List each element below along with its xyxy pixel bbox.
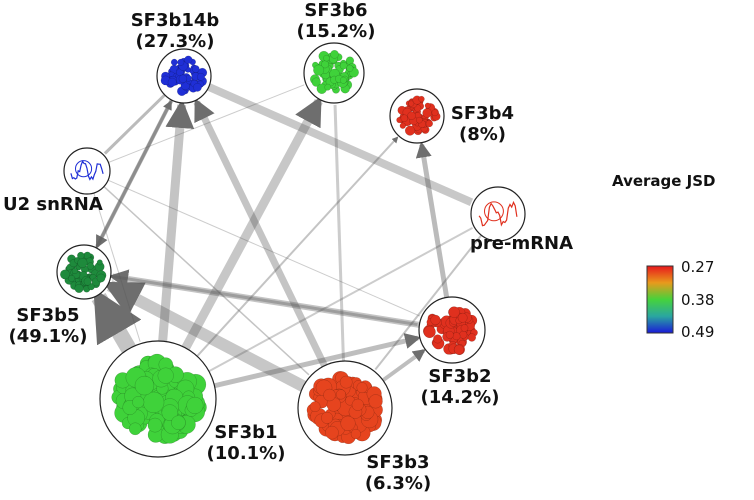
- node-sf3b14b: [156, 48, 212, 104]
- label-sf3b1-pct: (10.1%): [206, 443, 286, 464]
- structure-sf3b4: [396, 95, 441, 136]
- edge-sf3b1-to-sf3b2: [213, 333, 422, 389]
- label-sf3b2-pct: (14.2%): [420, 387, 500, 408]
- edge-sf3b1-to-sf3b6: [181, 96, 323, 351]
- structure-sf3b2: [422, 306, 478, 356]
- edge-sf3b1-to-premrna: [208, 226, 474, 373]
- label-u2snrna-name: U2 snRNA: [3, 194, 103, 215]
- edge-sf3b1-to-sf3b14b: [158, 99, 195, 342]
- label-sf3b2-name: SF3b2: [428, 366, 492, 387]
- edge-sf3b5-to-sf3b2: [110, 274, 418, 327]
- structure-sf3b3: [306, 371, 383, 445]
- label-sf3b5-name: SF3b5: [16, 305, 80, 326]
- node-circle-premrna: [470, 186, 526, 242]
- label-sf3b2: SF3b2 (14.2%): [412, 366, 508, 408]
- label-sf3b4-pct: (8%): [458, 124, 506, 145]
- node-premrna: [470, 186, 526, 242]
- edge-sf3b1-to-sf3b5: [91, 288, 142, 353]
- label-u2snrna: U2 snRNA: [3, 194, 103, 215]
- structure-premrna: [478, 200, 518, 227]
- label-sf3b6: SF3b6 (15.2%): [276, 0, 396, 42]
- label-sf3b14b: SF3b14b (27.3%): [110, 10, 240, 52]
- node-sf3b3: [297, 360, 393, 456]
- edge-sf3b14b-to-u2snrna: [103, 93, 166, 155]
- edge-sf3b1-to-sf3b4: [196, 136, 399, 357]
- label-sf3b1: SF3b1 (10.1%): [200, 422, 292, 464]
- label-sf3b14b-pct: (27.3%): [135, 31, 215, 52]
- label-sf3b14b-name: SF3b14b: [130, 10, 220, 31]
- label-premrna: pre-mRNA: [470, 233, 573, 254]
- node-u2snrna: [63, 147, 111, 195]
- edges-layer: [91, 83, 483, 392]
- colorbar-tick-bottom: 0.49: [681, 323, 715, 341]
- node-sf3b6: [303, 42, 365, 104]
- edge-premrna-to-sf3b3: [374, 234, 483, 371]
- colorbar-title: Average JSD: [612, 172, 716, 190]
- structure-loop-premrna: [484, 201, 504, 222]
- nodes-layer: [56, 42, 526, 458]
- structure-sf3b5: [60, 251, 107, 294]
- colorbar-tick-top: 0.27: [681, 258, 715, 276]
- edge-u2snrna-to-sf3b6: [108, 84, 305, 163]
- node-sf3b4: [389, 88, 445, 144]
- edge-sf3b14b-to-premrna: [207, 83, 474, 206]
- structure-sf3b6: [309, 49, 359, 94]
- edge-sf3b3-to-sf3b14b: [193, 98, 328, 368]
- label-sf3b5: SF3b5 (49.1%): [0, 305, 96, 347]
- structure-u2snrna: [70, 159, 104, 181]
- edge-sf3b3-to-sf3b6: [333, 104, 345, 362]
- edge-sf3b2-to-sf3b5: [108, 269, 420, 328]
- edge-sf3b5-to-sf3b14b: [94, 100, 173, 249]
- node-sf3b1: [99, 340, 217, 458]
- label-sf3b4: SF3b4 (8%): [445, 103, 520, 145]
- structure-sf3b14b: [160, 55, 208, 96]
- label-sf3b6-pct: (15.2%): [296, 21, 376, 42]
- structure-sf3b1: [111, 353, 207, 445]
- colorbar-tick-mid: 0.38: [681, 291, 715, 309]
- edge-sf3b3-to-sf3b5: [102, 280, 307, 392]
- colorbar-gradient: [646, 265, 674, 334]
- label-sf3b4-name: SF3b4: [450, 103, 515, 124]
- structure-loop-u2snrna: [75, 160, 93, 178]
- edge-u2snrna-to-sf3b2: [107, 179, 421, 317]
- node-sf3b2: [418, 296, 486, 364]
- label-premrna-name: pre-mRNA: [470, 233, 574, 254]
- edge-sf3b3-to-sf3b2: [381, 349, 426, 382]
- node-sf3b5: [56, 244, 112, 300]
- edge-sf3b2-to-sf3b4: [415, 141, 450, 298]
- label-sf3b3-name: SF3b3: [366, 452, 430, 473]
- edge-sf3b14b-to-sf3b5: [95, 99, 174, 249]
- edge-u2snrna-to-sf3b1: [93, 192, 141, 342]
- label-sf3b5-pct: (49.1%): [8, 326, 88, 347]
- label-sf3b3-pct: (6.3%): [364, 473, 432, 494]
- label-sf3b1-name: SF3b1: [214, 422, 278, 443]
- label-sf3b3: SF3b3 (6.3%): [352, 452, 444, 494]
- label-sf3b6-name: SF3b6: [304, 0, 368, 21]
- edge-u2snrna-to-sf3b3: [103, 186, 310, 376]
